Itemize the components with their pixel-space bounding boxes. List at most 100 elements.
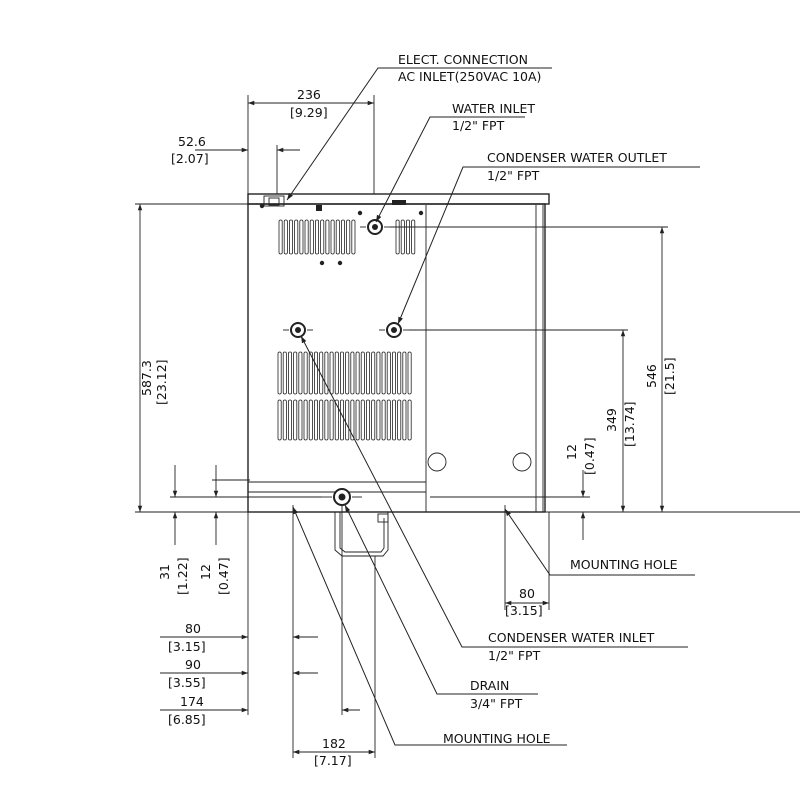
- louver-slot: [350, 399, 355, 441]
- water-inlet-size-label: 1/2" FPT: [452, 118, 505, 133]
- louver-slot: [304, 219, 309, 255]
- louver-slot: [407, 399, 412, 441]
- dim-80-left-in: [3.15]: [168, 639, 206, 654]
- dim-349: 349: [604, 408, 619, 432]
- louver-slot: [391, 351, 396, 395]
- drain-size-label: 3/4" FPT: [470, 696, 523, 711]
- dimension-lines: [137, 100, 665, 755]
- leader-lines: [286, 67, 700, 746]
- louver-slot: [400, 219, 405, 255]
- louver-slot: [402, 399, 407, 441]
- louver-slot: [339, 351, 344, 395]
- water-inlet-fitting: [360, 219, 390, 235]
- louver-slot: [288, 219, 293, 255]
- louver-slot: [339, 399, 344, 441]
- dim-80-left: 80: [185, 621, 201, 636]
- louver-slot: [386, 351, 391, 395]
- louver-slot: [381, 351, 386, 395]
- dim-236: 236: [297, 87, 321, 102]
- louver-slot: [287, 351, 292, 395]
- dim-31: 31: [157, 564, 172, 580]
- louver-slot: [397, 351, 402, 395]
- louver-slot: [282, 351, 287, 395]
- condenser-inlet-label: CONDENSER WATER INLET: [488, 630, 655, 645]
- louver-slot: [335, 219, 340, 255]
- louver-slot: [334, 399, 339, 441]
- louver-slot: [303, 351, 308, 395]
- water-inlet-label: WATER INLET: [452, 101, 535, 116]
- dim-182: 182: [322, 736, 346, 751]
- knockout-hole-right: [512, 452, 532, 472]
- condenser-inlet-fitting: [283, 322, 313, 338]
- elect-connection-label: ELECT. CONNECTION: [398, 52, 528, 67]
- dim-12-left-in: [0.47]: [216, 557, 231, 595]
- louver-slot: [360, 399, 365, 441]
- louver-slot: [282, 399, 287, 441]
- louver-slot: [308, 399, 313, 441]
- louver-slot: [386, 399, 391, 441]
- louver-slot: [376, 399, 381, 441]
- dim-12-right: 12: [564, 444, 579, 460]
- louver-slot: [350, 351, 355, 395]
- dim-80-right: 80: [519, 586, 535, 601]
- louver-slot: [397, 399, 402, 441]
- condenser-outlet-size-label: 1/2" FPT: [487, 168, 540, 183]
- dim-52-6-in: [2.07]: [171, 151, 209, 166]
- louver-slot: [293, 399, 298, 441]
- louver-slot: [365, 399, 370, 441]
- louver-slot: [325, 219, 330, 255]
- louver-slot: [381, 399, 386, 441]
- louver-slot: [334, 351, 339, 395]
- dim-587-3-in: [23.12]: [154, 359, 169, 405]
- louver-vents: [277, 219, 416, 441]
- louver-slot: [355, 351, 360, 395]
- louver-slot: [345, 351, 350, 395]
- dim-90-in: [3.55]: [168, 675, 206, 690]
- dim-546: 546: [644, 364, 659, 388]
- dim-12-left: 12: [198, 564, 213, 580]
- louver-slot: [411, 219, 416, 255]
- louver-slot: [324, 399, 329, 441]
- extension-lines: [135, 95, 800, 758]
- louver-slot: [355, 399, 360, 441]
- condenser-outlet-fitting: [379, 322, 409, 338]
- louver-slot: [405, 219, 410, 255]
- mounting-hole-right-label: MOUNTING HOLE: [570, 557, 678, 572]
- dim-80-right-in: [3.15]: [505, 603, 543, 618]
- drain-bracket: [334, 512, 389, 557]
- louver-slot: [371, 399, 376, 441]
- dim-12-right-in: [0.47]: [582, 437, 597, 475]
- drain-label: DRAIN: [470, 678, 509, 693]
- louver-slot: [376, 351, 381, 395]
- louver-slot: [365, 351, 370, 395]
- dim-182-in: [7.17]: [314, 753, 352, 768]
- dim-587-3: 587.3: [139, 360, 154, 396]
- louver-slot: [277, 351, 282, 395]
- louver-slot: [313, 399, 318, 441]
- dimension-labels: 236 [9.29] 52.6 [2.07] 587.3 [23.12] 546…: [139, 87, 677, 768]
- louver-slot: [298, 399, 303, 441]
- louver-slot: [277, 399, 282, 441]
- dim-174-in: [6.85]: [168, 712, 206, 727]
- louver-slot: [278, 219, 283, 255]
- louver-slot: [320, 219, 325, 255]
- callout-labels: ELECT. CONNECTION AC INLET(250VAC 10A) W…: [398, 52, 678, 746]
- dim-174: 174: [180, 694, 204, 709]
- dim-349-in: [13.74]: [622, 401, 637, 447]
- louver-slot: [395, 219, 400, 255]
- louver-slot: [309, 219, 314, 255]
- louver-slot: [346, 219, 351, 255]
- louver-slot: [303, 399, 308, 441]
- louver-slot: [329, 351, 334, 395]
- louver-slot: [402, 351, 407, 395]
- knockout-hole-left: [427, 452, 447, 472]
- dim-52-6: 52.6: [178, 134, 206, 149]
- ac-inlet-label: AC INLET(250VAC 10A): [398, 69, 541, 84]
- mounting-hole-bottom-label: MOUNTING HOLE: [443, 731, 551, 746]
- drain-fitting: [322, 488, 362, 506]
- louver-slot: [407, 351, 412, 395]
- condenser-outlet-label: CONDENSER WATER OUTLET: [487, 150, 667, 165]
- louver-slot: [314, 219, 319, 255]
- dim-546-in: [21.5]: [662, 357, 677, 395]
- dim-90: 90: [185, 657, 201, 672]
